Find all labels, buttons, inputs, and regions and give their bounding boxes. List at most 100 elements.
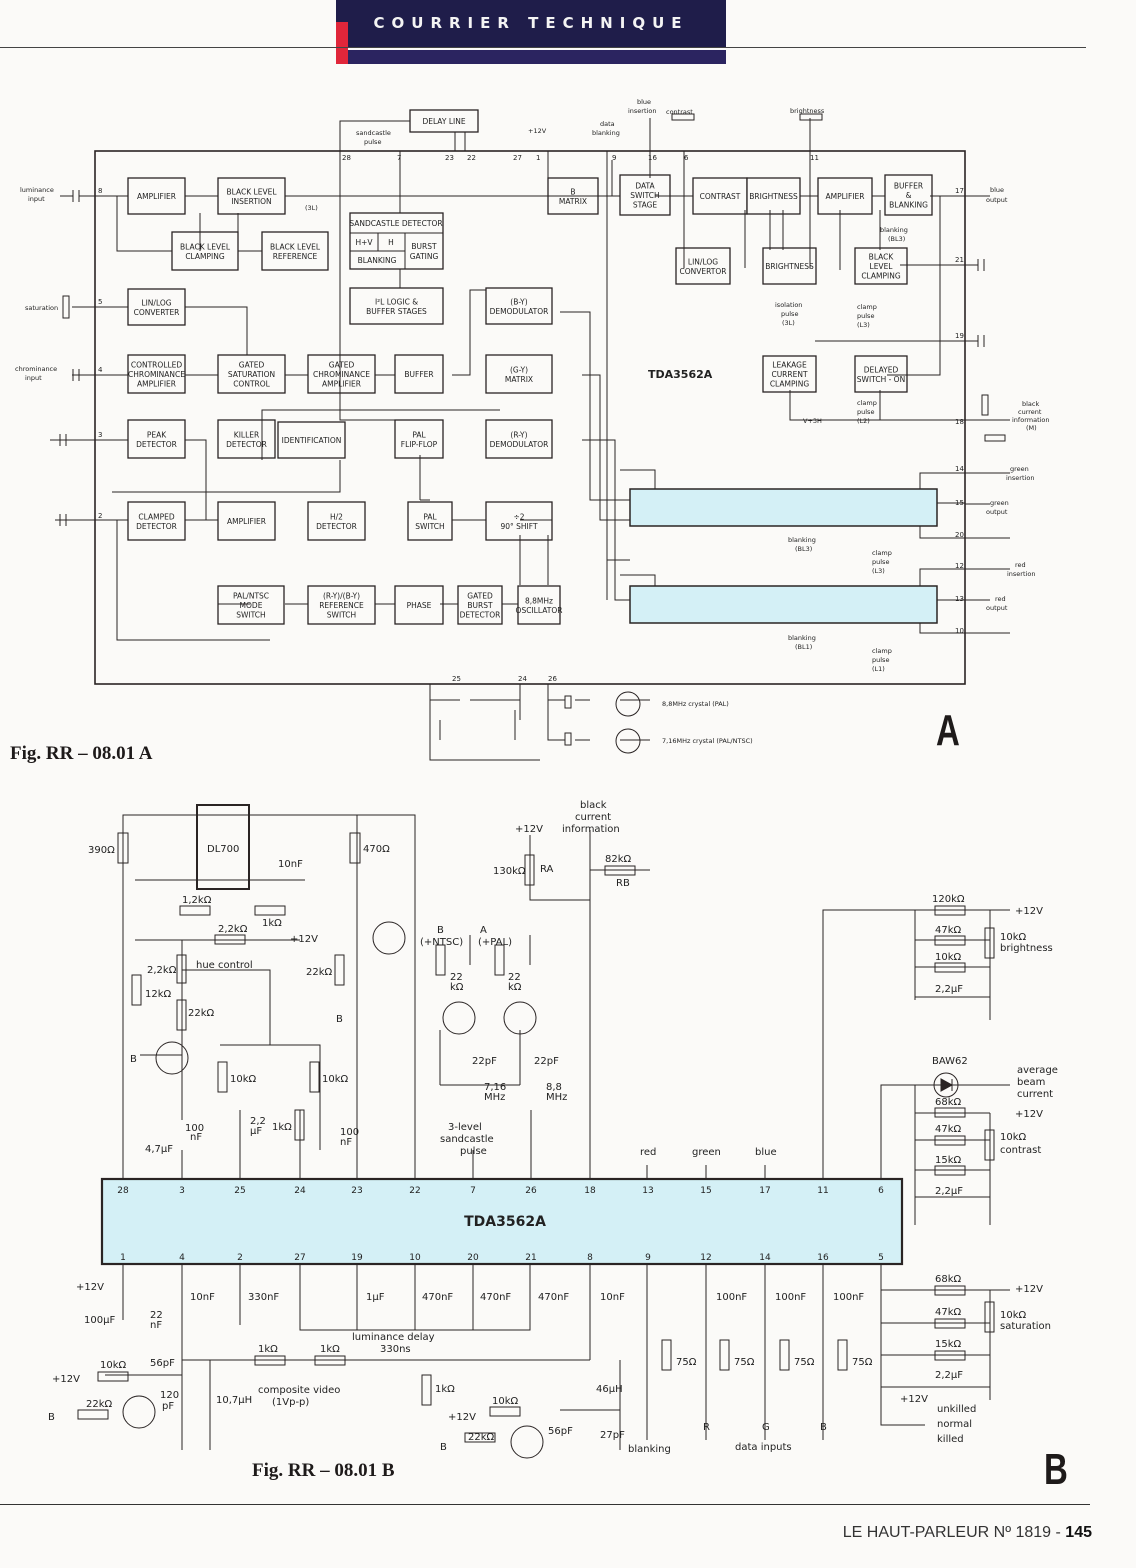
label-r68k_b: 68kΩ xyxy=(935,1274,962,1285)
label-ps1: 10kΩ xyxy=(1000,1310,1027,1321)
block-label: REFERENCE xyxy=(273,252,318,261)
block-label: 8,8MHz xyxy=(525,596,553,605)
pin-28: 28 xyxy=(342,154,351,162)
transistor-t5 xyxy=(122,1395,156,1429)
block-label: MATRIX xyxy=(505,375,533,384)
label-cv1: composite video xyxy=(258,1385,340,1396)
label-cp23: (L2) xyxy=(857,417,870,425)
label-c22p_a: 22pF xyxy=(472,1056,497,1067)
label-c22n2: nF xyxy=(150,1320,162,1331)
red-channel-block xyxy=(629,585,938,624)
label-r22k_c2: kΩ xyxy=(450,982,464,993)
transistor-pal-b xyxy=(503,1001,537,1035)
block-label: (R-Y)/(B-Y) xyxy=(323,592,360,601)
label-c22u2: µF xyxy=(250,1126,262,1137)
pin-bottom: 8 xyxy=(587,1253,593,1263)
block-label: SWITCH - ON xyxy=(857,375,905,384)
label-r10k_d: 10kΩ xyxy=(100,1360,127,1371)
label-blanking: blanking xyxy=(628,1444,671,1455)
label-r1k_d: 1kΩ xyxy=(435,1384,455,1395)
label-rcp2: pulse xyxy=(872,656,889,664)
pin-bottom: 14 xyxy=(759,1253,771,1263)
block-label: BUFFER xyxy=(404,370,433,379)
label-r22k_a: 22kΩ xyxy=(188,1008,215,1019)
crystal-ntsc xyxy=(564,732,572,746)
label-c100n_b2: nF xyxy=(340,1137,352,1148)
block-label: CHROMINANCE xyxy=(313,370,370,379)
label-c100n_a1: 100 xyxy=(185,1123,204,1134)
label-ro2: output xyxy=(986,604,1008,612)
label-r1k_a: 1kΩ xyxy=(272,1122,292,1133)
block-label: GATED xyxy=(467,592,493,601)
label-contrast: contrast xyxy=(666,108,693,116)
block-label: BLACK LEVEL xyxy=(180,242,231,251)
label-c10n_c: 10nF xyxy=(600,1292,625,1303)
block-label: PAL/NTSC xyxy=(233,592,269,601)
pin-15: 15 xyxy=(955,499,964,507)
pin-top: 7 xyxy=(470,1186,476,1196)
pin-24: 24 xyxy=(518,675,527,683)
label-c56p_a: 56pF xyxy=(150,1358,175,1369)
label-lumdelay: luminance delay xyxy=(352,1332,435,1343)
label-rb: RB xyxy=(616,878,630,889)
block-label: GATED xyxy=(329,361,355,370)
black-current-resistor xyxy=(981,394,989,416)
pin-top: 25 xyxy=(234,1186,245,1196)
pin-4: 4 xyxy=(98,366,103,374)
block-label: LEAKAGE xyxy=(772,361,807,370)
label-bci1: black xyxy=(580,800,607,811)
block-label: IDENTIFICATION xyxy=(282,436,342,445)
block-label: (R-Y) xyxy=(510,430,527,439)
block-amp1: AMPLIFIER xyxy=(127,177,186,215)
block-label: SATURATION xyxy=(228,370,275,379)
label-G: G xyxy=(762,1422,770,1433)
label-c22p_b: 22pF xyxy=(534,1056,559,1067)
label-v12c: +12V xyxy=(1015,906,1043,917)
block-label: CONVERTOR xyxy=(680,267,727,276)
pin-1: 1 xyxy=(536,154,540,162)
label-r22k_d2: kΩ xyxy=(508,982,522,993)
label-v12b: +12V xyxy=(515,824,543,835)
label-iso3: (3L) xyxy=(782,319,795,327)
block-label: CLAMPING xyxy=(185,252,225,261)
pin-25: 25 xyxy=(452,675,461,683)
pin-10: 10 xyxy=(955,627,964,635)
pin-bottom: 12 xyxy=(700,1253,711,1263)
pin-11: 11 xyxy=(810,154,819,162)
label-l330: 330ns xyxy=(380,1344,411,1355)
block-label: SWITCH xyxy=(415,522,444,531)
block-label: DATA xyxy=(635,182,655,191)
block-label: BLACK LEVEL xyxy=(227,187,278,196)
dl700-block xyxy=(196,804,250,890)
transistor-t6 xyxy=(510,1425,544,1459)
pin-9: 9 xyxy=(612,154,616,162)
pin-19: 19 xyxy=(955,332,964,340)
label-x716b: MHz xyxy=(484,1092,505,1103)
block-label: DEMODULATOR xyxy=(490,307,549,316)
block-label: (G-Y) xyxy=(510,365,528,374)
label-hue: hue control xyxy=(196,960,253,971)
pin-bottom: 20 xyxy=(467,1253,479,1263)
block-label: DETECTOR xyxy=(316,522,357,531)
label-c100n_bl: 100nF xyxy=(833,1292,864,1303)
label-r47k_a: 47kΩ xyxy=(935,925,962,936)
block-label: BUFFER STAGES xyxy=(366,307,427,316)
block-amp2: AMPLIFIER xyxy=(217,501,276,541)
block-label: CURRENT xyxy=(771,370,807,379)
pin-6: 6 xyxy=(684,154,689,162)
pin-bottom: 16 xyxy=(817,1253,829,1263)
crystal-pal xyxy=(564,695,572,709)
block-label: DETECTOR xyxy=(136,440,177,449)
block-label: CLAMPED xyxy=(138,512,174,521)
label-r10k_a: 10kΩ xyxy=(230,1074,257,1085)
footer-rule xyxy=(0,1504,1090,1505)
